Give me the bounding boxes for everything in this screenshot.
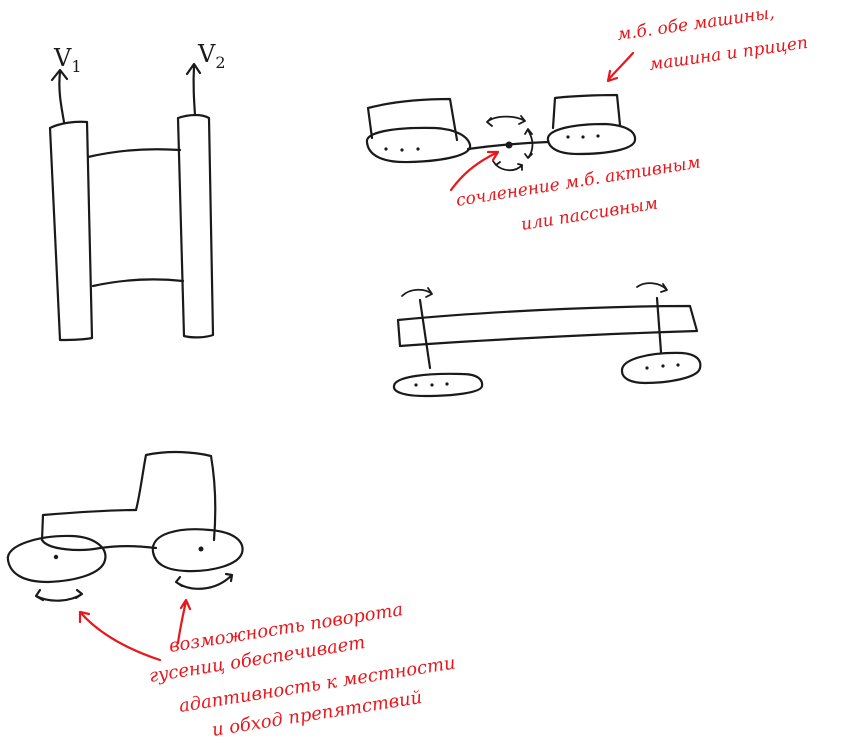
annotation-top-right: м.б. обе машины, машина и прицеп — [606, 3, 809, 83]
right-track-pad — [546, 122, 637, 156]
right-swivel-arrow — [636, 282, 668, 293]
yaw-rotation-arrow — [486, 115, 526, 127]
articulated-machine — [365, 93, 637, 172]
left-track — [48, 120, 94, 342]
annotation-bottom-arrow-right — [176, 598, 192, 645]
left-swivel-arrow — [401, 287, 433, 298]
chassis-bottom — [40, 538, 158, 552]
annotation-bottom: возможность поворота гусениц обеспечивае… — [78, 598, 457, 741]
left-track-pad-2 — [392, 372, 484, 398]
two-track-diagram: V1 V2 — [48, 40, 226, 342]
articulation-joint — [505, 141, 513, 149]
beam-with-swivel-tracks — [392, 282, 702, 398]
right-body — [551, 93, 622, 130]
left-body — [366, 97, 459, 142]
rear-rotation-arrow — [174, 572, 234, 590]
chassis — [40, 508, 138, 542]
annotation-top-right-line-2: машина и прицеп — [648, 33, 809, 75]
annotation-top-right-arrow — [606, 51, 635, 83]
beam — [396, 304, 699, 348]
v2-label: V2 — [197, 40, 226, 72]
lower-connector — [91, 278, 185, 288]
upper-connector — [86, 148, 182, 159]
cab — [134, 450, 217, 542]
v1-arrow — [50, 68, 69, 124]
right-track-pad-2 — [620, 351, 702, 385]
annotation-joint-arrow — [449, 150, 500, 192]
roll-rotation-arrow — [492, 160, 523, 172]
left-strut — [418, 298, 432, 370]
front-rotation-arrow — [34, 588, 84, 602]
pitch-rotation-arrow — [524, 128, 534, 159]
annotation-top-right-line-1: м.б. обе машины, — [616, 3, 776, 45]
v2-arrow — [185, 62, 202, 117]
annotation-joint-line-1: сочленение м.б. активным — [455, 153, 702, 211]
annotation-joint-line-2: или пассивным — [520, 194, 660, 235]
right-strut — [655, 296, 663, 354]
annotation-joint: сочленение м.б. активным или пассивным — [449, 150, 702, 235]
vehicle-with-rotating-tracks — [6, 450, 244, 602]
right-track — [176, 113, 215, 339]
rear-track — [151, 528, 244, 573]
annotation-bottom-arrow-left — [78, 610, 162, 662]
front-track — [6, 534, 107, 584]
v1-label: V1 — [53, 44, 82, 76]
left-track-pad — [365, 126, 472, 164]
